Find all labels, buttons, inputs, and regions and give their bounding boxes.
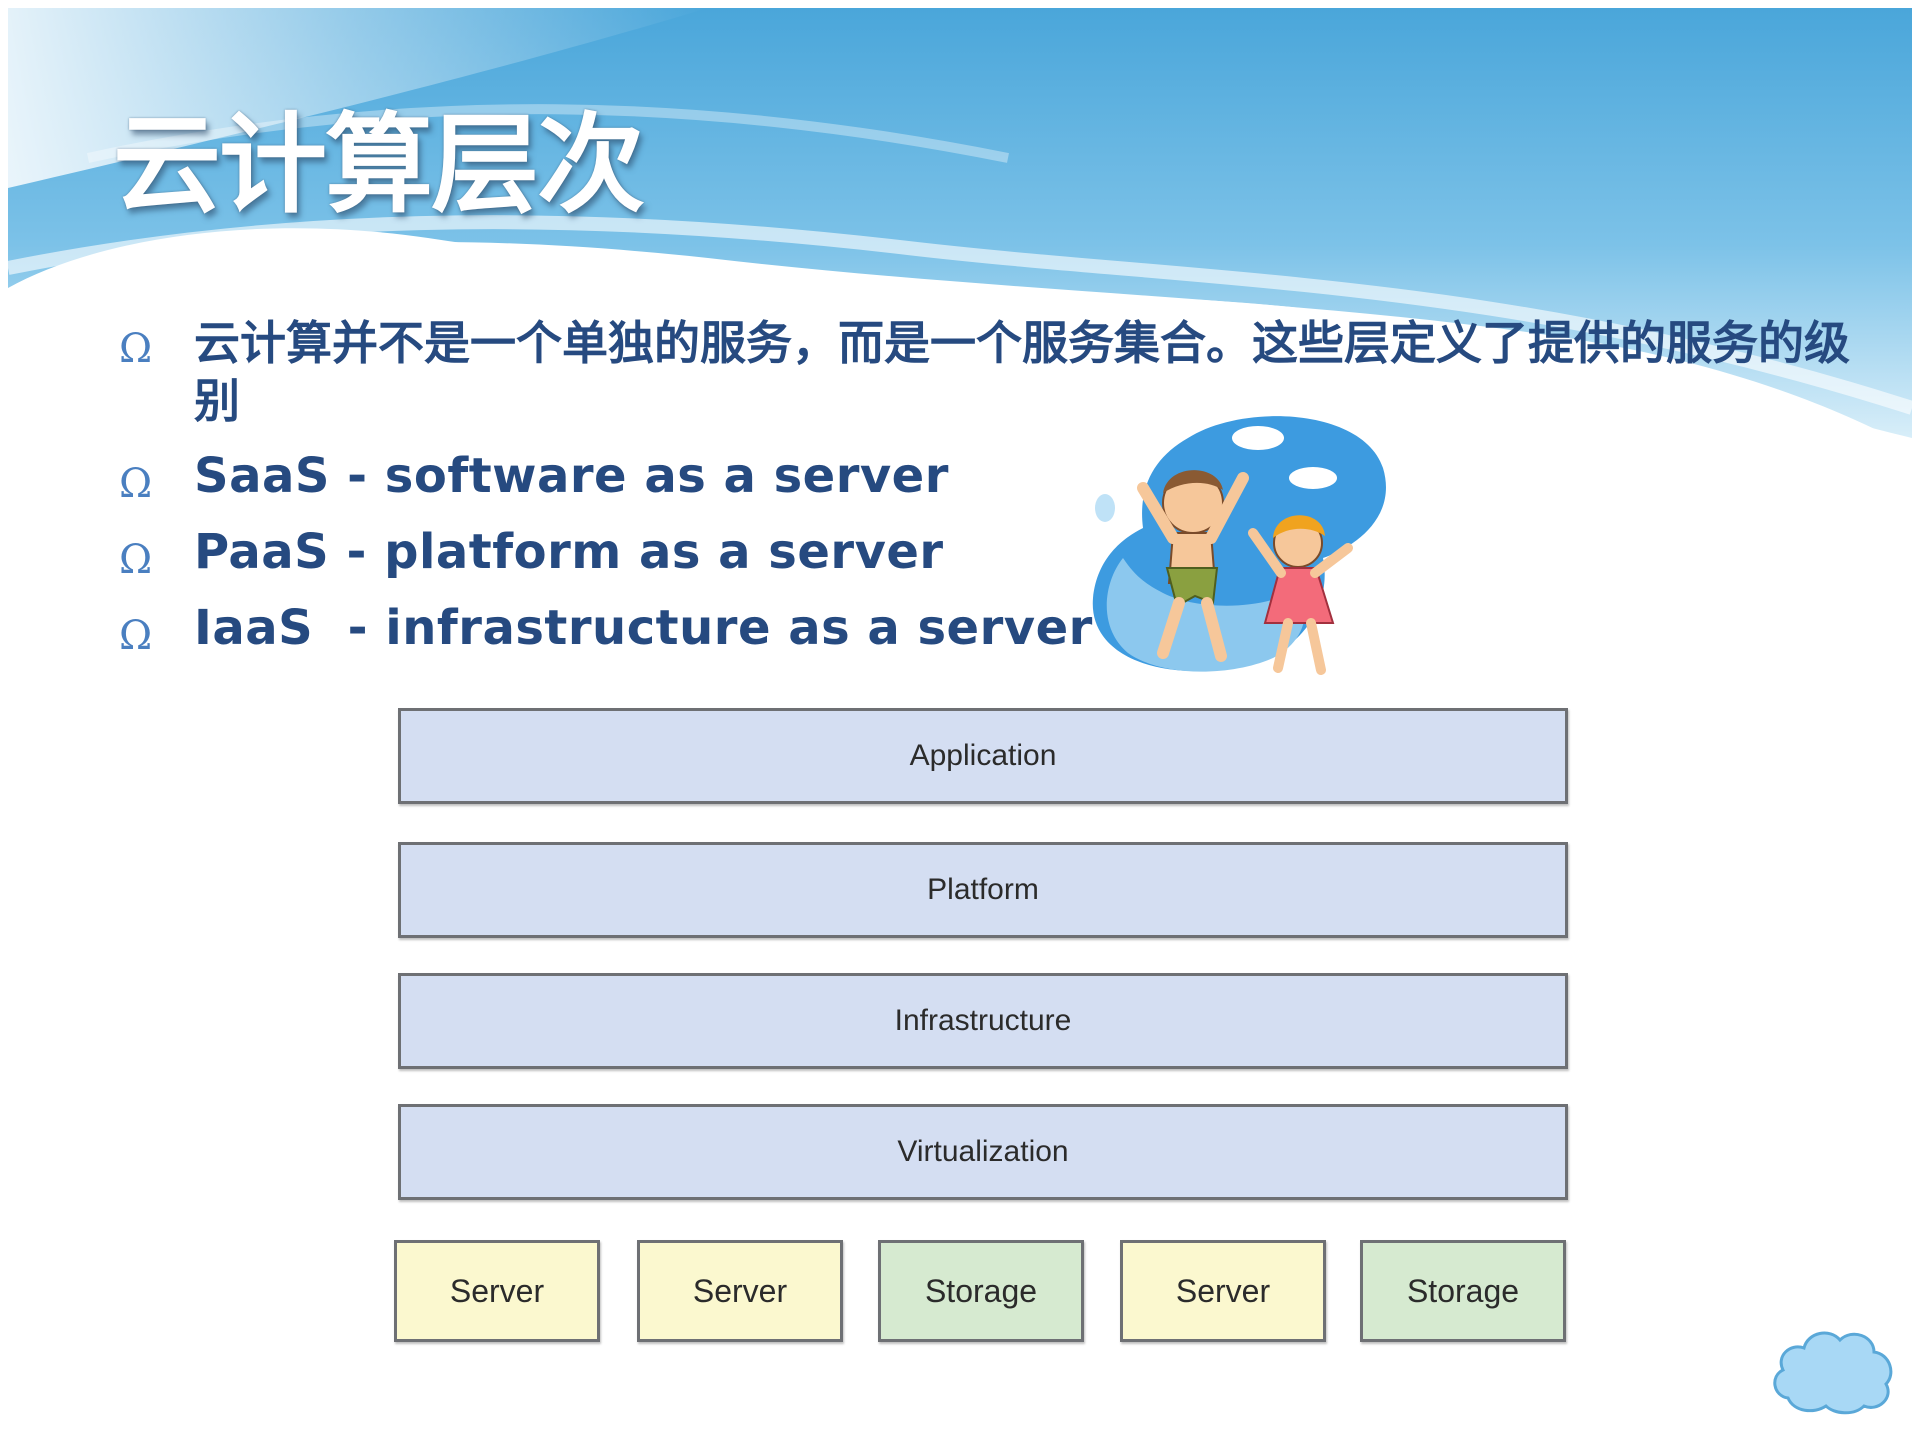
omega-bullet-icon: Ω [119,461,153,507]
bullet-list: Ω 云计算并不是一个单独的服务，而是一个服务集合。这些层定义了提供的服务的级别 … [114,314,1850,659]
bullet-item: Ω IaaS - infrastructure as a server [114,598,1814,659]
resource-storage: Storage [878,1240,1084,1342]
bullet-text: IaaS - infrastructure as a server [194,600,1093,656]
slide-title: 云计算层次 [113,103,645,228]
bullet-item: Ω PaaS - platform as a server [114,522,1814,583]
resource-storage: Storage [1360,1240,1566,1342]
bullet-text: 云计算并不是一个单独的服务，而是一个服务集合。这些层定义了提供的服务的级别 [194,316,1850,428]
resource-server: Server [394,1240,600,1342]
bullet-text: PaaS - platform as a server [194,524,944,580]
layer-application: Application [398,708,1568,804]
bullet-item: Ω SaaS - software as a server [114,446,1814,507]
resource-server: Server [1120,1240,1326,1342]
slide: 云计算层次 Ω 云计算并不是一个单独的服务，而是一个服务集合。这些层定义了提供的… [8,8,1912,1432]
omega-bullet-icon: Ω [119,326,153,372]
bullet-text: SaaS - software as a server [194,448,949,504]
resource-server: Server [637,1240,843,1342]
omega-bullet-icon: Ω [119,613,153,659]
layer-virtualization: Virtualization [398,1104,1568,1200]
header-wave-background [8,8,1912,478]
bullet-item: Ω 云计算并不是一个单独的服务，而是一个服务集合。这些层定义了提供的服务的级别 [114,314,1894,430]
omega-bullet-icon: Ω [119,537,153,583]
kids-splash-illustration [1092,416,1386,675]
cloud-icon [1773,1331,1893,1415]
layer-infrastructure: Infrastructure [398,973,1568,1069]
layer-platform: Platform [398,842,1568,938]
